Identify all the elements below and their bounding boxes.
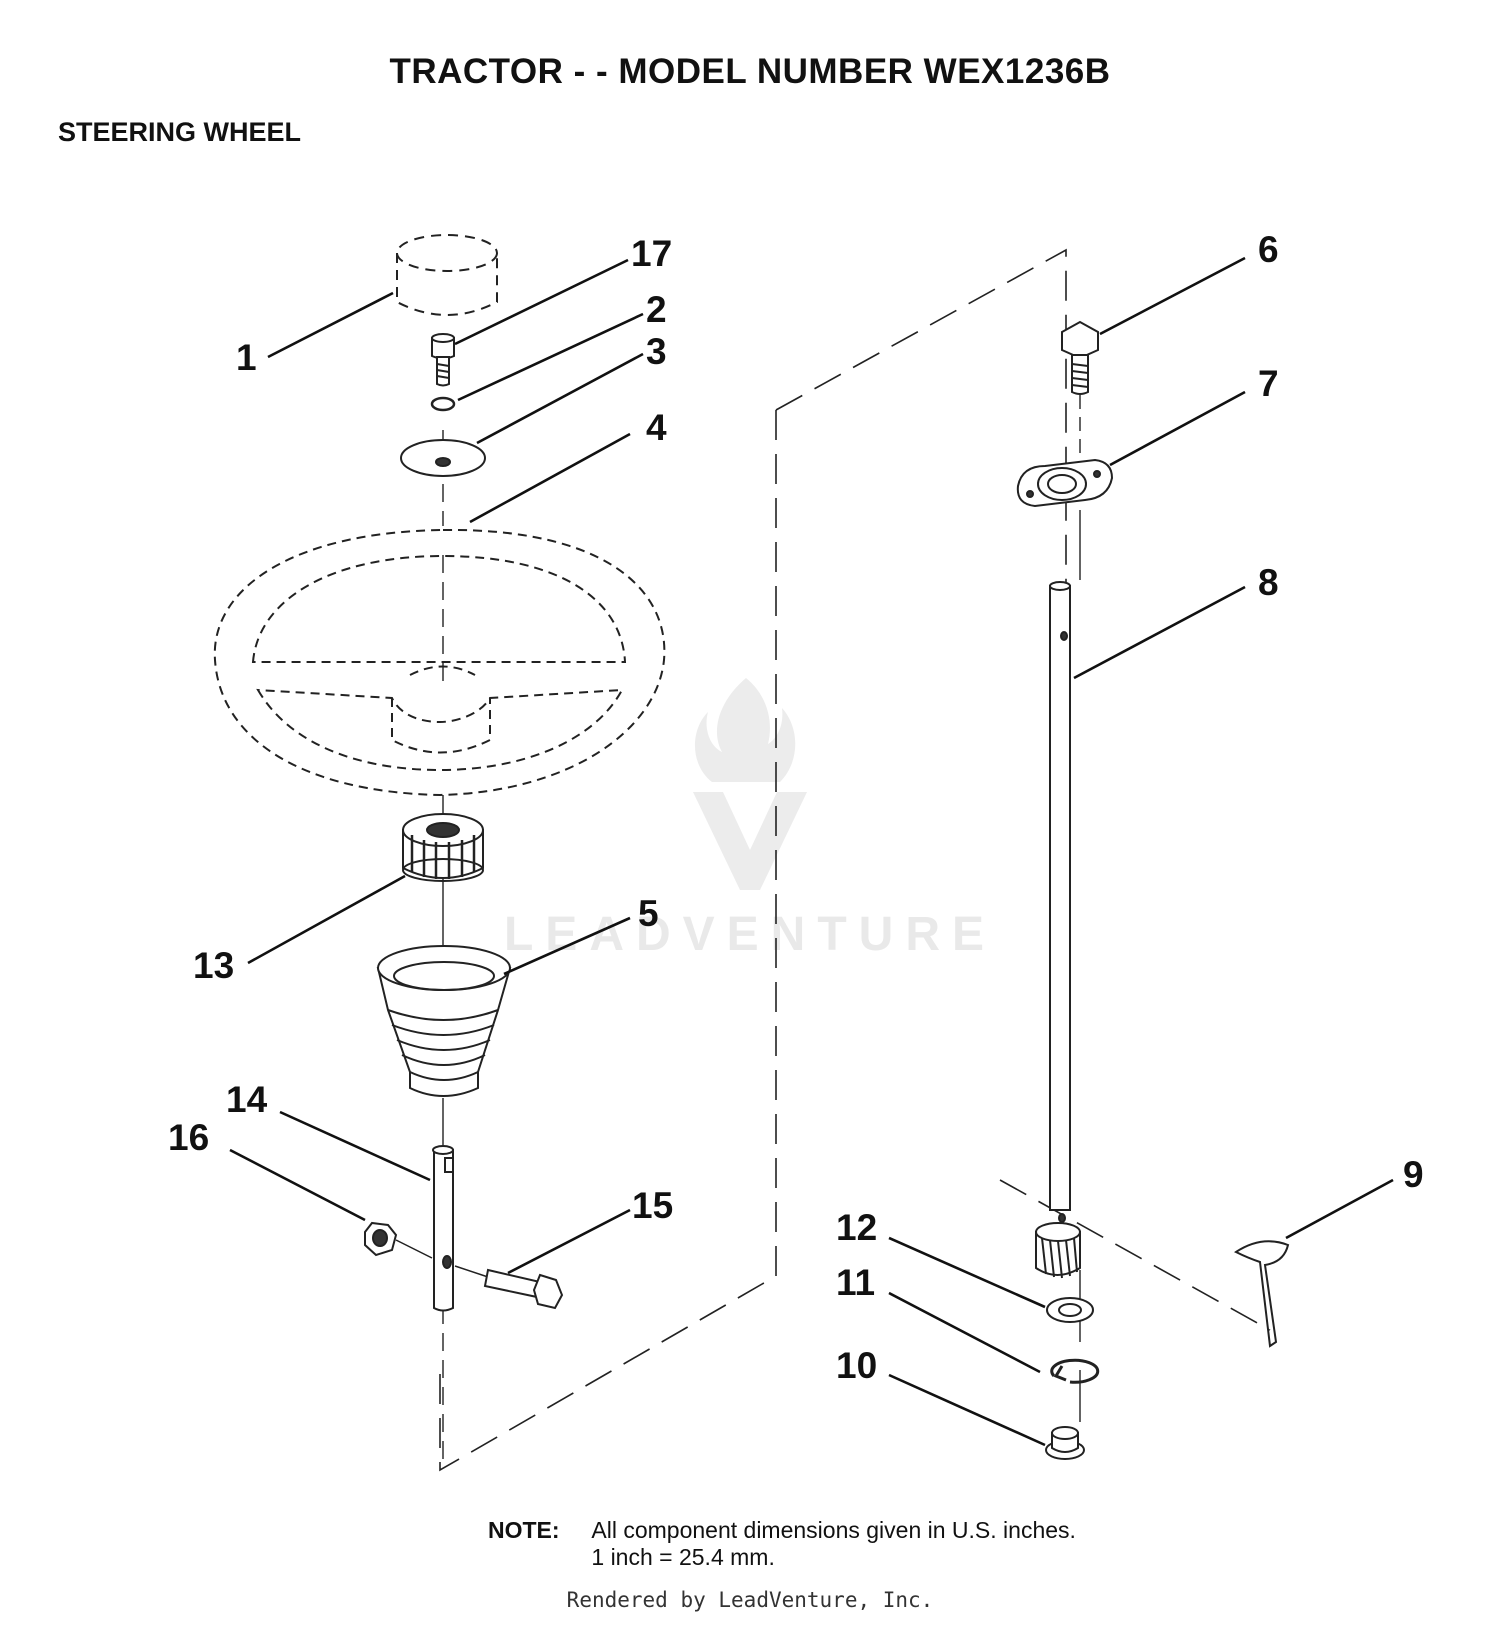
part-12-washer [1046, 1297, 1094, 1323]
part-10-bushing [1045, 1426, 1085, 1460]
part-17-bolt [431, 333, 455, 387]
part-8-steering-column [1049, 581, 1071, 1223]
assembly-frame-right [999, 1179, 1271, 1331]
callout-12: 12 [836, 1207, 877, 1248]
callout-6: 6 [1258, 229, 1279, 270]
part-16-nut [364, 1221, 398, 1257]
note-line-2: 1 inch = 25.4 mm. [591, 1544, 775, 1570]
part-15-bolt [454, 1265, 564, 1310]
callout-10: 10 [836, 1345, 877, 1386]
callout-4: 4 [646, 407, 667, 448]
dimension-note: NOTE: All component dimensions given in … [488, 1517, 1076, 1571]
callout-7: 7 [1258, 363, 1279, 404]
part-9-hairpin-clip [1233, 1240, 1290, 1348]
callout-2: 2 [646, 289, 667, 330]
part-16-axis [395, 1239, 433, 1259]
watermark: LEADVENTURE [504, 678, 996, 961]
part-2-lock-washer [430, 396, 456, 412]
part-13-spline-adapter [402, 813, 484, 882]
callout-11: 11 [836, 1262, 875, 1303]
flame-v-logo-icon [693, 678, 807, 890]
callout-14: 14 [226, 1079, 268, 1120]
callout-8: 8 [1258, 562, 1279, 603]
note-text: All component dimensions given in U.S. i… [591, 1517, 1076, 1571]
part-3-flat-washer [400, 439, 486, 477]
footer-credit: Rendered by LeadVenture, Inc. [566, 1588, 934, 1612]
callout-17: 17 [631, 233, 672, 274]
callout-15: 15 [632, 1185, 673, 1226]
part-5-steering-cone [376, 945, 512, 1097]
part-4-steering-wheel [213, 528, 666, 797]
callout-3: 3 [646, 331, 667, 372]
callout-9: 9 [1403, 1154, 1424, 1195]
callout-13: 13 [193, 945, 234, 986]
leader-lines [229, 256, 1394, 1447]
page-title: TRACTOR - - MODEL NUMBER WEX1236B [389, 52, 1111, 91]
note-line-1: All component dimensions given in U.S. i… [591, 1517, 1076, 1543]
part-14-steering-shaft [432, 1145, 454, 1312]
watermark-text: LEADVENTURE [504, 908, 996, 961]
note-label: NOTE: [488, 1517, 560, 1543]
section-title: STEERING WHEEL [58, 117, 302, 147]
part-8-pinion-gear [1035, 1222, 1081, 1279]
callout-labels: 1 17 2 3 4 13 5 14 16 15 6 7 8 9 12 11 1… [168, 229, 1424, 1386]
part-7-flange-bearing [1016, 458, 1114, 508]
callout-5: 5 [638, 893, 659, 934]
callout-16: 16 [168, 1117, 209, 1158]
callout-1: 1 [236, 337, 257, 378]
part-11-retaining-ring [1050, 1358, 1100, 1384]
part-6-bolt [1061, 320, 1099, 395]
part-1-cap [396, 234, 498, 316]
